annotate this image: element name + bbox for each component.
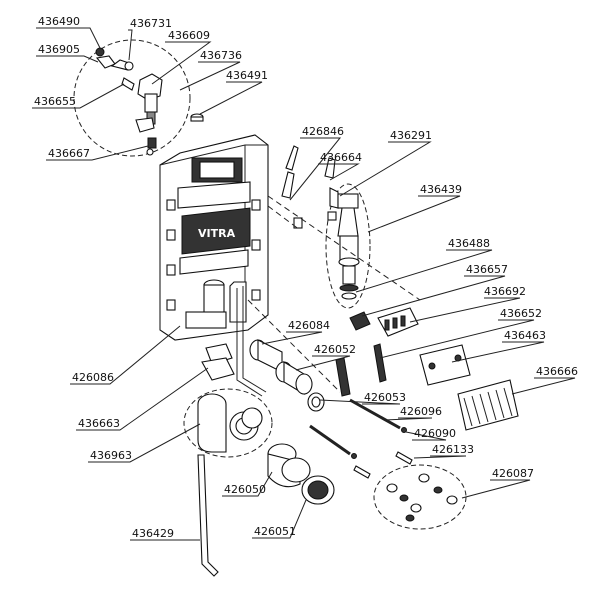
leader-lines — [32, 27, 576, 541]
label-436439: 436439 — [420, 183, 462, 196]
stop-cap-436491 — [190, 113, 204, 122]
elbow-436963 — [197, 393, 263, 453]
label-436490: 436490 — [38, 15, 80, 28]
label-436963: 436963 — [90, 449, 132, 462]
nut-lower — [351, 453, 357, 459]
pipe-426050 — [267, 443, 311, 488]
fill-valve-assembly — [95, 47, 163, 156]
label-436692: 436692 — [484, 285, 526, 298]
brand-logo: VITRA — [198, 227, 236, 240]
label-436657: 436657 — [466, 263, 508, 276]
rod-436429 — [197, 454, 219, 577]
fixing-set-426087 — [386, 473, 458, 522]
plate-436463 — [419, 344, 471, 386]
label-426051: 426051 — [254, 525, 296, 538]
label-426053: 426053 — [364, 391, 406, 404]
rod-lower — [309, 424, 351, 456]
label-426050: 426050 — [224, 483, 266, 496]
dowel-left — [353, 465, 371, 479]
bar-436652 — [373, 343, 387, 383]
label-426087: 426087 — [492, 467, 534, 480]
label-426090: 426090 — [414, 427, 456, 440]
axis-line-bracket — [267, 205, 301, 231]
axis-line-lower — [247, 299, 341, 393]
rod-426096 — [349, 398, 401, 430]
label-436291: 436291 — [390, 129, 432, 142]
pipe-426052-main — [275, 361, 313, 395]
label-436488: 436488 — [448, 237, 490, 250]
part-number-labels: 436490 436731 436905 436609 436736 43649… — [34, 15, 578, 540]
label-436609: 436609 — [168, 29, 210, 42]
label-436463: 436463 — [504, 329, 546, 342]
label-426133: 426133 — [432, 443, 474, 456]
label-426086: 426086 — [72, 371, 114, 384]
label-436905: 436905 — [38, 43, 80, 56]
axis-line-upper — [267, 195, 421, 301]
connector-436663 — [201, 343, 235, 381]
label-436652: 436652 — [500, 307, 542, 320]
label-436666: 436666 — [536, 365, 578, 378]
cover-436666 — [457, 379, 519, 431]
rod-right — [242, 286, 267, 393]
seal-426053 — [307, 392, 325, 412]
clip-436657 — [349, 311, 371, 331]
label-436429: 436429 — [132, 527, 174, 540]
spacer-426052 — [335, 357, 351, 397]
rod-left — [236, 288, 263, 397]
label-436491: 436491 — [226, 69, 268, 82]
label-426846: 426846 — [302, 125, 344, 138]
bracket-436664 — [324, 157, 339, 221]
nut-426090 — [401, 427, 407, 433]
label-436736: 436736 — [200, 49, 242, 62]
label-436664: 436664 — [320, 151, 362, 164]
elbow-group-outline — [183, 388, 273, 458]
label-436663: 436663 — [78, 417, 120, 430]
label-426084: 426084 — [288, 319, 330, 332]
label-426052: 426052 — [314, 343, 356, 356]
valve-group-outline — [73, 39, 191, 157]
flush-valve — [337, 193, 360, 300]
actuator-436692 — [377, 307, 419, 337]
label-436731: 436731 — [130, 17, 172, 30]
label-436667: 436667 — [48, 147, 90, 160]
flush-valve-group-outline — [325, 183, 371, 309]
cistern-frame: VITRA — [159, 134, 269, 341]
dowel-426133 — [395, 451, 413, 465]
bracket-426846 — [281, 145, 303, 229]
label-426096: 426096 — [400, 405, 442, 418]
seal-426051 — [301, 475, 335, 505]
label-436655: 436655 — [34, 95, 76, 108]
